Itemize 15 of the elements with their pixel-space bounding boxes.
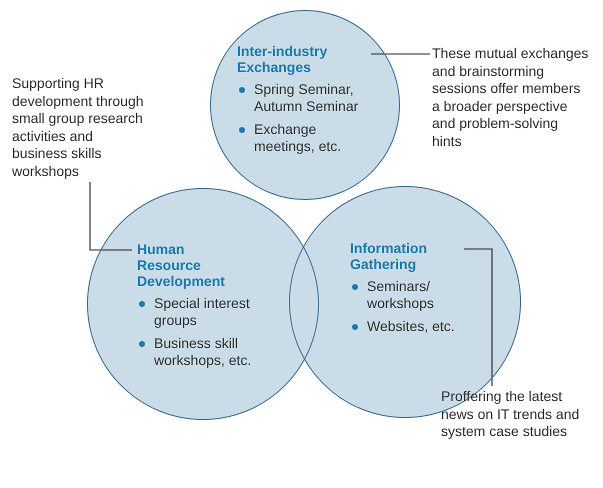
venn-circle [87, 188, 319, 420]
list-item: Websites, etc. [350, 318, 490, 335]
note-text: Supporting HR development through small group research activities and business skills workshops [12, 75, 152, 180]
list-item: Special interest groups [137, 295, 287, 329]
list-item: Business skill workshops, etc. [137, 335, 287, 369]
note-text: These mutual exchanges and brainstorming sessions offer members a broader perspective and problem-solving hints [432, 45, 590, 150]
circle-heading: Information Gathering [350, 240, 428, 272]
list-item: Seminars/ workshops [350, 278, 490, 312]
list-item: Exchange meetings, etc. [237, 121, 372, 155]
leader-line [89, 182, 132, 251]
circle-heading: Inter-industry Exchanges [237, 43, 328, 75]
leader-line [371, 53, 430, 55]
circle-heading: Human Resource Development [137, 241, 226, 289]
list-item: Spring Seminar, Autumn Seminar [237, 81, 372, 115]
venn-circle [210, 10, 400, 200]
